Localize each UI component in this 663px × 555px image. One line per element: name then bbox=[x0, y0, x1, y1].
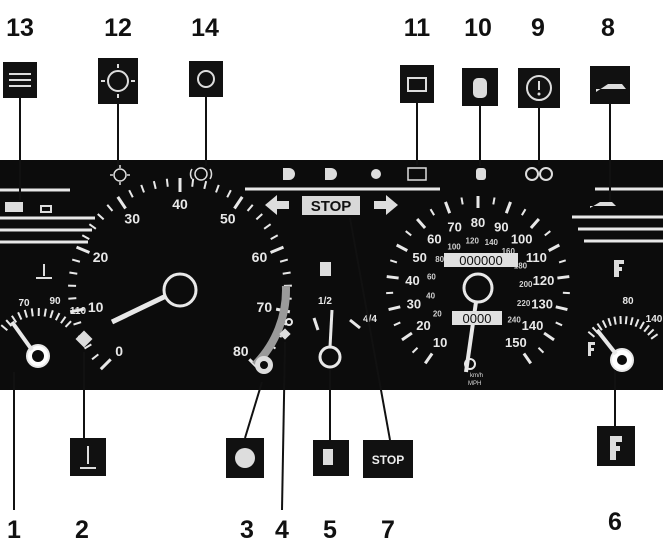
oil-tick bbox=[614, 317, 615, 325]
tach-tick-label: 60 bbox=[252, 249, 268, 265]
speedo-kmh-label: 140 bbox=[485, 238, 499, 247]
callout-icon-6 bbox=[597, 426, 635, 466]
speedo-mph-label: 10 bbox=[433, 335, 447, 350]
callout-number-11: 11 bbox=[404, 14, 431, 42]
tach-tick bbox=[283, 272, 291, 273]
fuel-tick-label: 1/2 bbox=[318, 296, 332, 307]
speedo-kmh-label: 240 bbox=[507, 316, 521, 325]
tach-tick-label: 0 bbox=[115, 343, 123, 359]
unit-mph-label: MPH bbox=[468, 381, 481, 387]
fuel-tick-label: 4/4 bbox=[363, 314, 377, 325]
speedo-mph-label: 150 bbox=[505, 335, 527, 350]
callout-number-2: 2 bbox=[75, 516, 89, 544]
callout-icon-12 bbox=[98, 58, 138, 104]
stop-label: STOP bbox=[311, 198, 352, 215]
speedo-tick bbox=[557, 277, 569, 278]
oil-tick-label: 140 bbox=[646, 314, 663, 325]
speedo-tick bbox=[493, 197, 494, 204]
temp-tick-label: 90 bbox=[49, 296, 61, 307]
oil-tick-label: 80 bbox=[622, 296, 634, 307]
callout-icon-2 bbox=[70, 438, 106, 476]
speedo-tick bbox=[461, 197, 462, 204]
oil-hub-center bbox=[617, 355, 627, 365]
callout-number-14: 14 bbox=[191, 14, 219, 42]
speedo-kmh-label: 60 bbox=[427, 272, 436, 281]
speedo-mph-label: 60 bbox=[427, 232, 441, 247]
callout-icon-5 bbox=[313, 440, 349, 476]
callout-number-1: 1 bbox=[7, 516, 21, 544]
callout-icon-8 bbox=[590, 66, 630, 104]
speedo-kmh-label: 200 bbox=[519, 280, 533, 289]
callout-icon-7: STOP bbox=[363, 440, 413, 478]
temp-tick bbox=[45, 309, 46, 317]
fuel-needle bbox=[330, 310, 332, 347]
callout-number-7: 7 bbox=[381, 516, 395, 544]
speedo-mph-label: 120 bbox=[533, 273, 555, 288]
speedo-tick bbox=[387, 277, 399, 278]
oil-tick bbox=[626, 316, 627, 324]
tach-tick bbox=[167, 179, 168, 187]
tach-tick bbox=[192, 179, 193, 187]
stop-box-label: STOP bbox=[372, 453, 404, 467]
speedo-mph-label: 90 bbox=[494, 219, 508, 234]
speedo-mph-label: 100 bbox=[511, 232, 533, 247]
speedo-mph-label: 20 bbox=[416, 318, 430, 333]
speedo-kmh-label: 20 bbox=[433, 309, 442, 318]
coolant-lamp-symbol bbox=[5, 202, 23, 212]
tach-tick-label: 10 bbox=[88, 299, 104, 315]
tach-tick-label: 40 bbox=[172, 196, 188, 212]
tach-tick-label: 70 bbox=[257, 299, 273, 315]
callout-number-6: 6 bbox=[608, 508, 622, 536]
odometer-digits: 000000 bbox=[459, 253, 502, 268]
speedo-mph-label: 140 bbox=[522, 318, 544, 333]
temp-tick-label: 70 bbox=[18, 298, 30, 309]
speedo-kmh-label: 120 bbox=[466, 236, 480, 245]
speedo-kmh-label: 40 bbox=[426, 291, 435, 300]
callout-number-3: 3 bbox=[240, 516, 254, 544]
speedo-kmh-label: 100 bbox=[447, 242, 461, 251]
fuel-hub bbox=[320, 347, 340, 367]
temp-tick-label: 110 bbox=[70, 306, 87, 317]
callout-number-12: 12 bbox=[104, 14, 132, 42]
speedo-kmh-label: 220 bbox=[517, 299, 531, 308]
speedo-kmh-label: 80 bbox=[435, 255, 444, 264]
trip-digits: 0000 bbox=[463, 311, 492, 326]
tach-tick-label: 80 bbox=[233, 343, 249, 359]
callout-number-5: 5 bbox=[323, 516, 337, 544]
reset-knob-center bbox=[260, 361, 268, 369]
callout-icon-10 bbox=[462, 68, 498, 106]
speedo-mph-label: 110 bbox=[526, 250, 547, 265]
speedo-hub bbox=[464, 274, 492, 302]
callout-number-4: 4 bbox=[275, 516, 289, 544]
speedo-mph-label: 30 bbox=[407, 296, 421, 311]
tach-tick bbox=[69, 272, 77, 273]
callout-icon-14 bbox=[189, 61, 223, 97]
speedo-mph-label: 80 bbox=[471, 215, 485, 230]
callout-number-13: 13 bbox=[6, 14, 34, 42]
choke-lamp-symbol bbox=[476, 168, 486, 180]
callout-number-9: 9 bbox=[531, 14, 545, 42]
tach-tick-label: 20 bbox=[93, 249, 109, 265]
callout-icon-3 bbox=[226, 438, 264, 478]
temp-hub-center bbox=[32, 350, 44, 362]
tach-tick bbox=[68, 298, 76, 299]
callout-number-10: 10 bbox=[464, 14, 492, 42]
speedo-mph-label: 130 bbox=[531, 296, 553, 311]
tach-hub bbox=[164, 274, 196, 306]
callout-icon-9 bbox=[518, 68, 560, 108]
callout-icon-11 bbox=[400, 65, 434, 103]
speedo-mph-label: 50 bbox=[412, 250, 426, 265]
temp-tick bbox=[32, 308, 33, 316]
callout-number-8: 8 bbox=[601, 14, 615, 42]
speedo-mph-label: 40 bbox=[405, 273, 419, 288]
tach-tick-label: 50 bbox=[220, 210, 236, 226]
tach-tick-label: 30 bbox=[124, 210, 140, 226]
speedo-mph-label: 70 bbox=[447, 219, 461, 234]
unit-kmh-label: km/h bbox=[470, 373, 483, 379]
callout-icon-13 bbox=[3, 62, 37, 98]
fuel-pump-symbol bbox=[320, 262, 331, 276]
